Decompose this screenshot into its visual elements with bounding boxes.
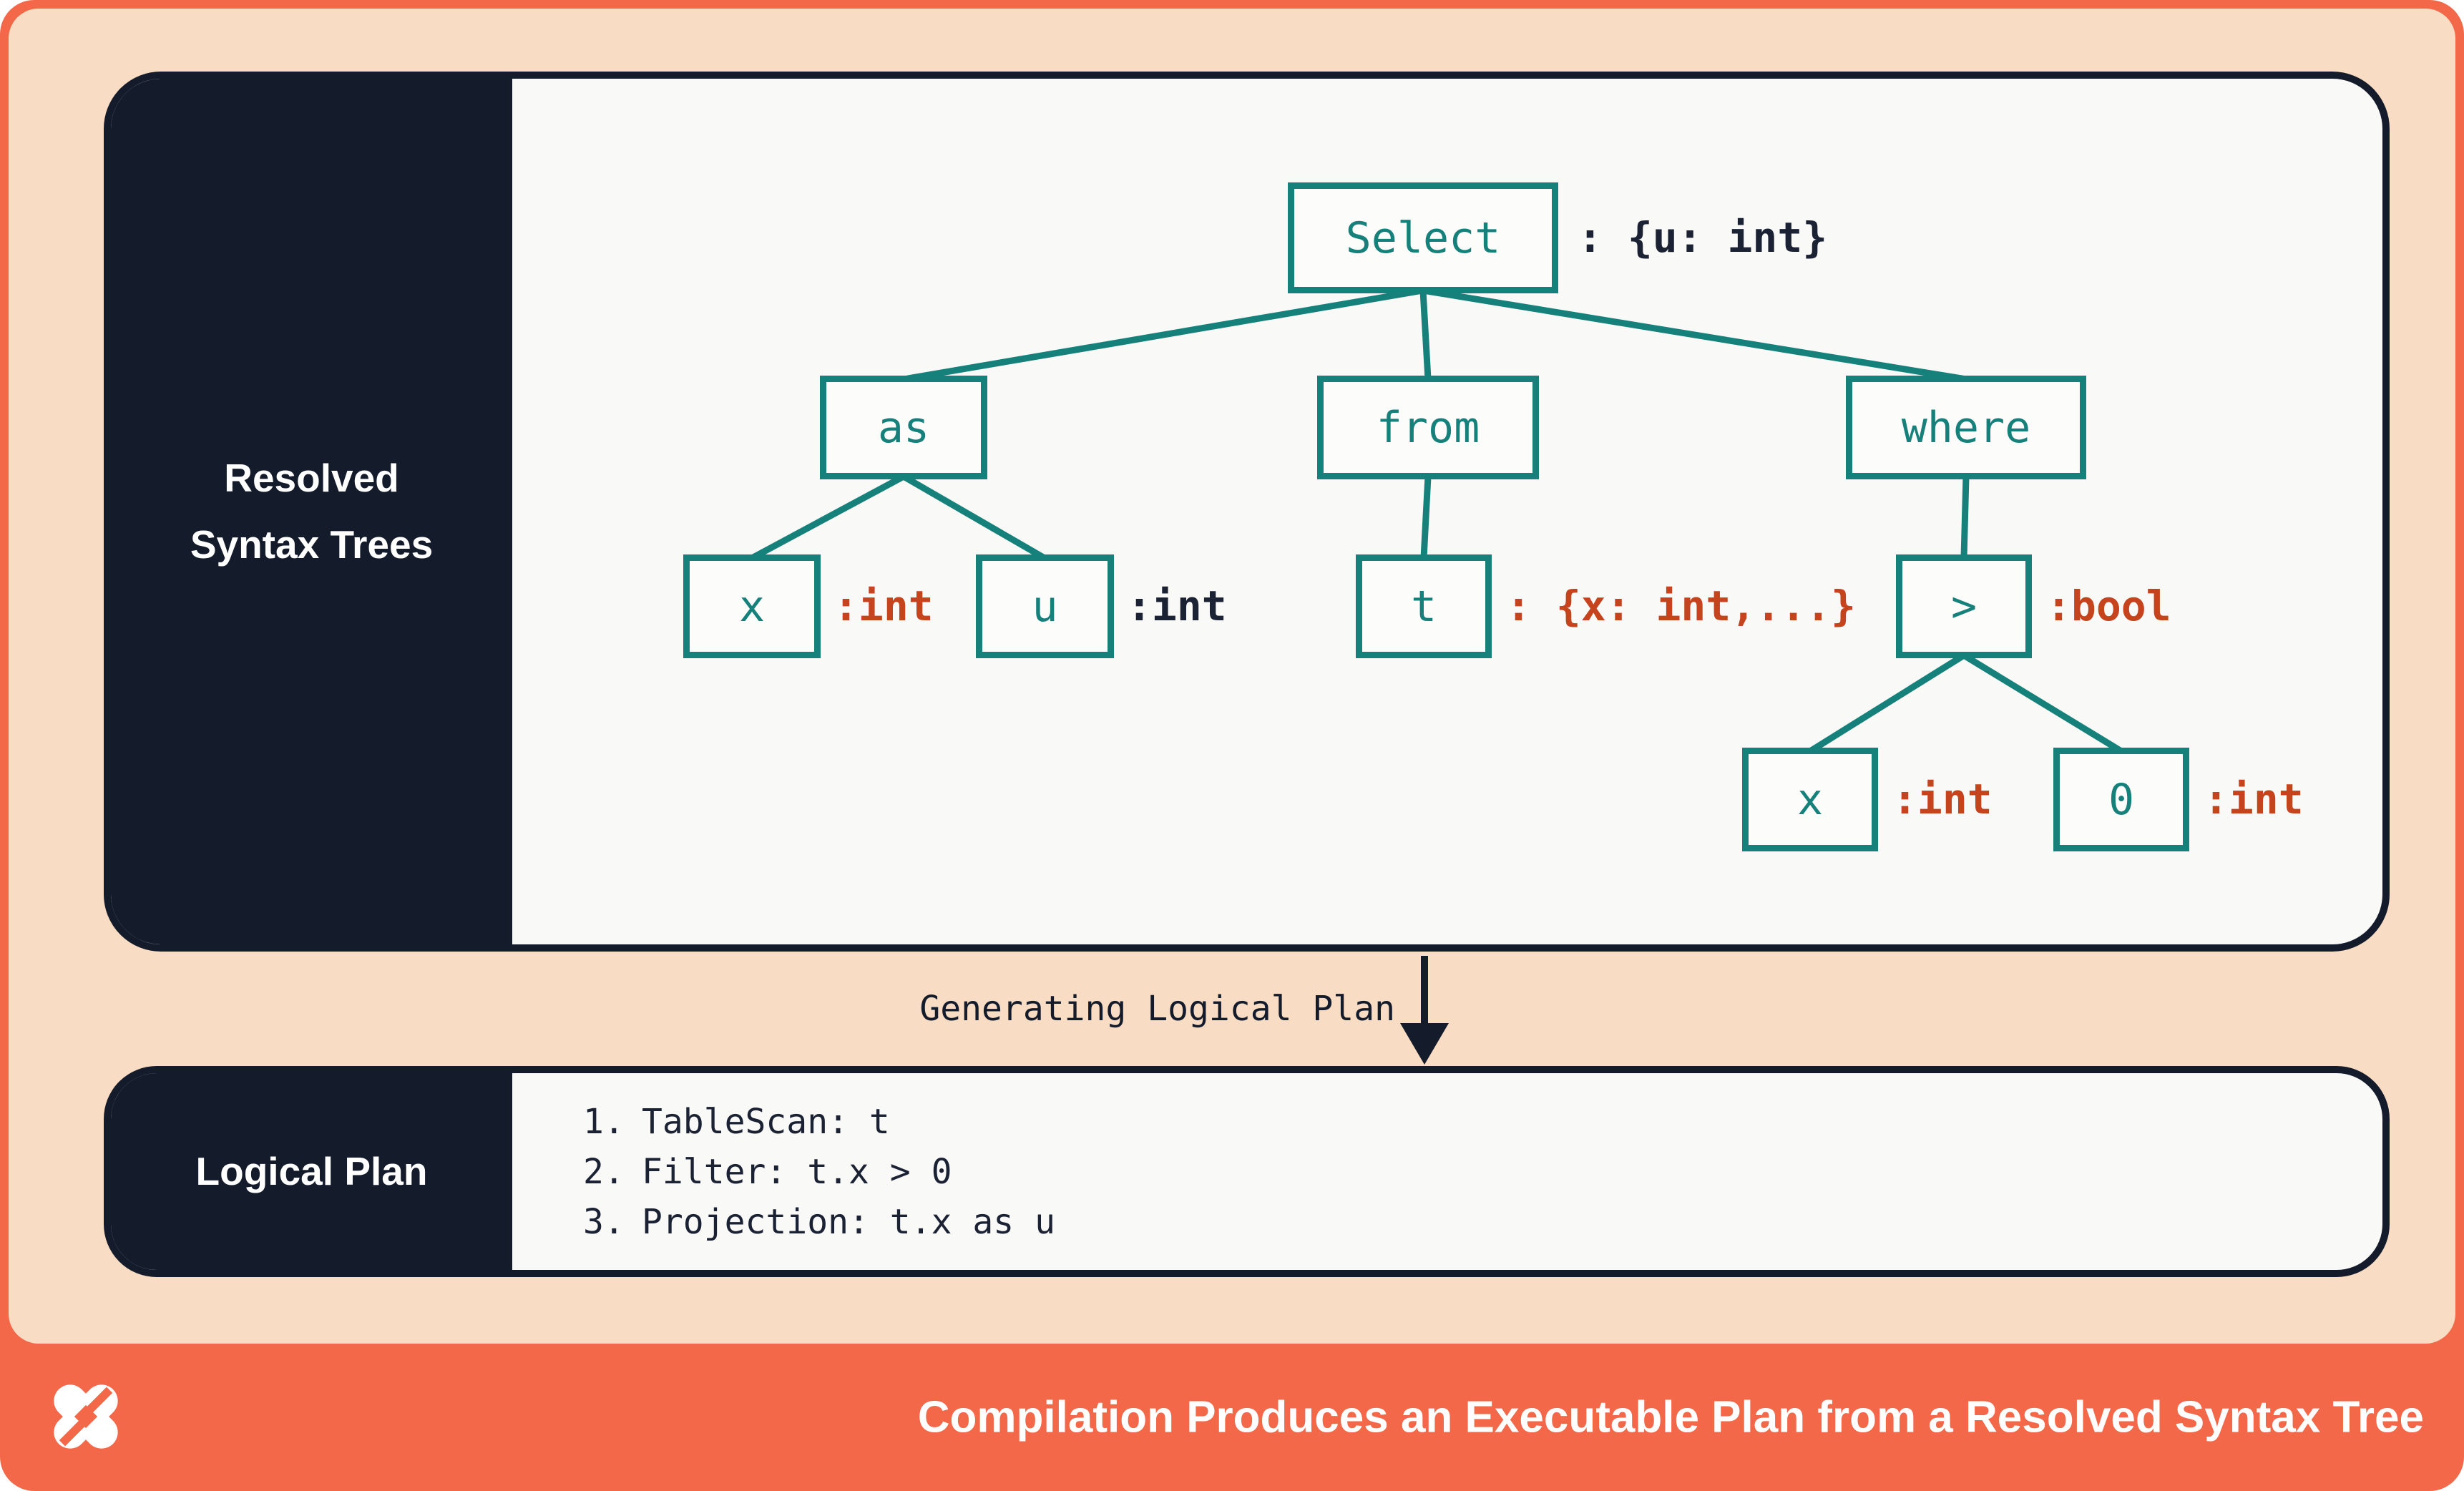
logical-plan-step: 3. Projection: t.x as u	[583, 1197, 1055, 1247]
annotation-gt-type: :bool	[2046, 582, 2171, 630]
tree-node-where: where	[1846, 376, 2086, 479]
logical-plan-steps: 1. TableScan: t 2. Filter: t.x > 0 3. Pr…	[583, 1097, 1055, 1247]
tree-node-label: where	[1901, 402, 2031, 453]
tree-node-label: x	[1796, 774, 1824, 825]
tree-node-label: from	[1376, 402, 1480, 453]
down-arrow-icon	[1421, 956, 1428, 1027]
down-arrow-head-icon	[1400, 1023, 1449, 1065]
tree-node-label: Select	[1345, 212, 1501, 263]
footer: Compilation Produces an Executable Plan …	[0, 1344, 2464, 1491]
step-text: TableScan: t	[642, 1101, 890, 1142]
tree-node-label: >	[1950, 581, 1977, 632]
tree-node-t: t	[1356, 554, 1492, 658]
logical-plan-panel: Logical Plan 1. TableScan: t 2. Filter: …	[104, 1066, 2390, 1277]
tree-node-as: as	[820, 376, 987, 479]
step-text: Filter: t.x > 0	[642, 1151, 952, 1192]
annotation-x-where-type: :int	[1892, 775, 1993, 823]
step-text: Projection: t.x as u	[642, 1201, 1055, 1242]
tree-node-label: x	[738, 581, 766, 632]
step-number: 1.	[583, 1101, 625, 1142]
footer-title: Compilation Produces an Executable Plan …	[917, 1392, 2424, 1442]
annotation-x-as-type: :int	[833, 582, 934, 630]
resolved-syntax-trees-panel: Resolved Syntax Trees	[104, 72, 2390, 952]
dbt-logo-icon	[54, 1384, 118, 1449]
logical-plan-step: 2. Filter: t.x > 0	[583, 1147, 1055, 1197]
logical-plan-step: 1. TableScan: t	[583, 1097, 1055, 1147]
annotation-t-type: : {x: int,...}	[1506, 582, 1856, 630]
tree-node-gt: >	[1896, 554, 2032, 658]
annotation-zero-type: :int	[2204, 775, 2304, 823]
step-number: 3.	[583, 1201, 625, 1242]
resolved-panel-sidebar: Resolved Syntax Trees	[111, 79, 512, 944]
logical-plan-sidebar: Logical Plan	[111, 1073, 512, 1270]
tree-node-zero: 0	[2053, 748, 2189, 851]
tree-node-label: as	[877, 402, 930, 453]
tree-node-x-where: x	[1742, 748, 1878, 851]
tree-node-label: t	[1410, 581, 1437, 632]
tree-node-label: 0	[2108, 774, 2135, 825]
annotation-select-type: : {u: int}	[1578, 213, 1828, 262]
tree-node-select: Select	[1288, 182, 1558, 293]
annotation-u-type: :int	[1127, 582, 1227, 630]
transition-label: Generating Logical Plan	[919, 989, 1395, 1029]
resolved-panel-label: Resolved Syntax Trees	[190, 455, 434, 567]
logical-plan-label: Logical Plan	[195, 1148, 428, 1193]
tree-node-label: u	[1032, 581, 1058, 632]
tree-node-from: from	[1317, 376, 1539, 479]
step-number: 2.	[583, 1151, 625, 1192]
tree-node-u: u	[976, 554, 1114, 658]
tree-node-x-as: x	[683, 554, 821, 658]
